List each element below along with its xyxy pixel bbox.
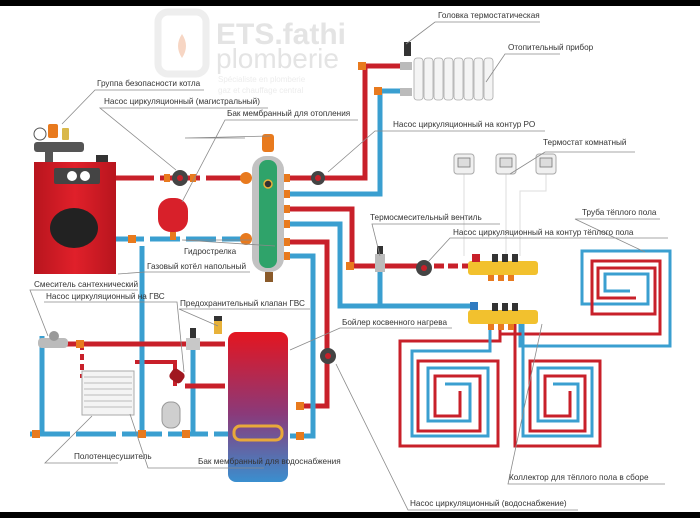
thermostatic-head-icon[interactable] — [404, 42, 411, 56]
heating-expansion-tank[interactable] — [158, 198, 188, 240]
label-floor-manifold: Коллектор для тёплого пола в сборе — [509, 473, 649, 482]
underfloor-loops — [398, 249, 672, 448]
labels: Группа безопасности котла Насос циркуляц… — [34, 11, 657, 508]
label-boiler-safety-group: Группа безопасности котла — [97, 79, 201, 88]
label-heating-expansion-tank: Бак мембранный для отопления — [227, 109, 350, 118]
dhw-safety-valve[interactable] — [214, 316, 222, 334]
label-dhw-circulation-pump: Насос циркуляционный на ГВС — [46, 292, 165, 301]
heating-diagram: ETS.fathi plomberie Spécialiste en plomb… — [29, 8, 672, 511]
water-expansion-tank[interactable] — [161, 401, 181, 429]
indirect-heating-boiler[interactable] — [228, 332, 288, 482]
watermark-logo-icon — [154, 8, 210, 78]
air-vent-icon — [48, 124, 58, 138]
room-thermostat-icon[interactable] — [495, 153, 517, 175]
thermo-mixing-valve[interactable] — [375, 246, 385, 272]
label-floor-pipe: Труба тёплого пола — [582, 208, 657, 217]
gas-boiler[interactable] — [34, 155, 116, 274]
watermark-tagline-1: Spécialiste en plomberie — [218, 75, 306, 84]
pipe-fittings — [32, 62, 382, 440]
label-indirect-boiler: Бойлер косвенного нагрева — [342, 318, 447, 327]
floor-manifold[interactable] — [468, 254, 538, 330]
label-thermostatic-head: Головка термостатическая — [438, 11, 540, 20]
label-main-circulation-pump: Насос циркуляционный (магистральный) — [104, 97, 260, 106]
floor-circuit-pump[interactable] — [416, 260, 432, 276]
radiator[interactable] — [400, 42, 494, 101]
label-radiator-circuit-pump: Насос циркуляционный на контур РО — [393, 120, 535, 129]
room-thermostat-icon[interactable] — [535, 153, 557, 175]
label-water-circulation-pump: Насос циркуляционный (водоснабжение) — [410, 499, 567, 508]
label-gas-boiler: Газовый котёл напольный — [147, 262, 246, 271]
label-water-expansion-tank: Бак мембранный для водоснабжения — [198, 457, 341, 466]
label-thermo-mixing-valve: Термосмесительный вентиль — [370, 213, 482, 222]
room-thermostat-icon[interactable] — [453, 153, 475, 175]
heating-scheme-canvas: ETS.fathi plomberie Spécialiste en plomb… — [0, 6, 700, 512]
radiator-circuit-pump[interactable] — [311, 171, 325, 185]
boiler-gauge-icon — [67, 171, 77, 181]
hydraulic-separator[interactable] — [240, 134, 290, 282]
leader-lines — [29, 21, 668, 511]
sanitary-mixer[interactable] — [38, 331, 68, 348]
label-room-thermostat: Термостат комнатный — [543, 138, 626, 147]
burner-window — [50, 208, 98, 248]
label-floor-circuit-pump: Насос циркуляционный на контур тёплого п… — [453, 228, 634, 237]
watermark-tagline-2: gaz et chauffage central — [218, 86, 303, 95]
boiler-safety-group[interactable] — [33, 124, 84, 162]
watermark-title: ETS.fathi — [216, 18, 346, 51]
label-towel-dryer: Полотенцесушитель — [74, 452, 152, 461]
dhw-mixing-valve[interactable] — [186, 328, 200, 350]
watermark-subtitle: plomberie — [216, 43, 339, 74]
water-circulation-pump[interactable] — [320, 348, 336, 364]
main-circulation-pump[interactable] — [164, 170, 196, 186]
room-thermostats[interactable] — [453, 153, 557, 175]
air-vent-icon — [262, 134, 274, 152]
label-dhw-safety-valve: Предохранительный клапан ГВС — [180, 299, 305, 308]
label-hydraulic-separator: Гидрострелка — [184, 247, 237, 256]
towel-dryer[interactable] — [81, 370, 135, 416]
dhw-circulation-pump[interactable] — [168, 367, 186, 385]
boiler-gauge-icon — [80, 171, 90, 181]
watermark: ETS.fathi plomberie Spécialiste en plomb… — [154, 8, 346, 95]
safety-valve-icon — [62, 128, 69, 140]
pressure-gauge-icon — [33, 127, 47, 141]
label-heating-device: Отопительный прибор — [508, 43, 594, 52]
label-sanitary-mixer: Смеситель сантехнический — [34, 280, 138, 289]
